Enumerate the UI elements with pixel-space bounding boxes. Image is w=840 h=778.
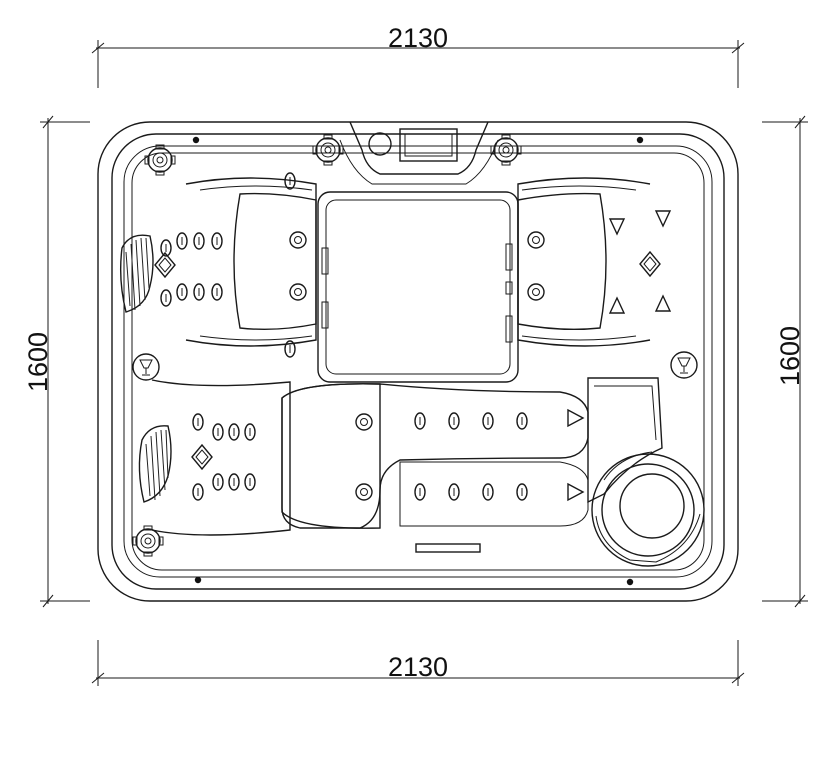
dimension-left-label: 1600: [23, 332, 53, 392]
dimension-right-label: 1600: [775, 326, 805, 386]
jet-icon: [244, 473, 256, 491]
dimension-top-label: 2130: [388, 23, 448, 53]
footwell: [317, 191, 519, 383]
pillow-upper-left: [119, 234, 154, 313]
jet-icon: [448, 412, 460, 430]
diamond-jet-icon: [154, 251, 176, 279]
round-jets: [289, 231, 545, 501]
dimension-bottom-label: 2130: [388, 652, 448, 682]
jet-icon: [176, 232, 188, 250]
jet-icon: [212, 473, 224, 491]
jet-icon: [244, 423, 256, 441]
jet-icon: [516, 483, 528, 501]
cup-holder-left: [132, 353, 160, 381]
seat-upper-left: [185, 177, 317, 347]
seat-lower-left: [151, 379, 291, 536]
pillow-lower-left: [138, 425, 172, 503]
dimension-right: 1600: [762, 115, 808, 608]
dimension-left: 1600: [23, 115, 90, 608]
jet-icon: [284, 172, 296, 190]
jet-icon: [160, 239, 172, 257]
jet-icon: [192, 483, 204, 501]
jet-icon: [176, 283, 188, 301]
jet-icon: [160, 289, 172, 307]
rivet-dots: [192, 136, 644, 586]
valve-icon[interactable]: [132, 525, 164, 557]
jet-icon: [193, 283, 205, 301]
jet-icon: [516, 412, 528, 430]
dimension-top: 2130: [91, 23, 745, 88]
step-plate: [415, 543, 481, 553]
jet-icon: [228, 423, 240, 441]
diamond-jets: [154, 250, 661, 471]
diamond-jet-icon: [639, 250, 661, 278]
angled-jets: [567, 210, 672, 502]
skimmer-panel: [339, 121, 499, 185]
jet-icon: [211, 232, 223, 250]
diamond-jet-icon: [191, 443, 213, 471]
lounger: [281, 383, 589, 529]
jet-icon: [482, 412, 494, 430]
jet-group: [160, 172, 528, 501]
dimension-bottom: 2130: [91, 640, 745, 686]
jet-icon: [482, 483, 494, 501]
cup-holder-right: [670, 351, 698, 379]
seat-upper-right: [517, 177, 651, 347]
valve-icon[interactable]: [490, 134, 522, 166]
tub-shell: [97, 121, 739, 602]
jet-icon: [192, 413, 204, 431]
jet-icon: [448, 483, 460, 501]
jet-icon: [212, 423, 224, 441]
skimmer-light-icon: [368, 132, 392, 156]
jet-icon: [193, 232, 205, 250]
valve-icon[interactable]: [312, 134, 344, 166]
cooldown-seat: [591, 451, 705, 567]
valve-icon[interactable]: [144, 144, 176, 176]
jet-icon: [284, 340, 296, 358]
jet-icon: [414, 412, 426, 430]
jet-icon: [211, 283, 223, 301]
jet-icon: [228, 473, 240, 491]
jet-icon: [414, 483, 426, 501]
control-panel: [399, 128, 458, 162]
corner-valves: [132, 134, 522, 557]
